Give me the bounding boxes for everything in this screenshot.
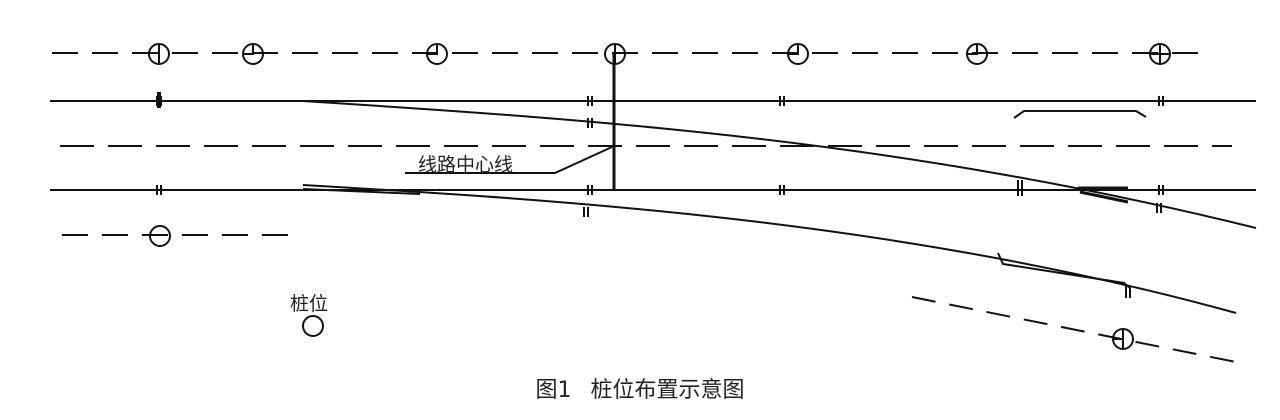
- figure-title: 桩位布置示意图: [590, 378, 745, 403]
- diverging-dashed-line: [911, 296, 1237, 363]
- rail-joints: [156, 96, 1164, 298]
- center-line-leader: [405, 146, 613, 174]
- figure-caption: 图1 桩位布置示意图: [0, 372, 1280, 404]
- diverging-rail-lower: [302, 184, 1237, 314]
- circle-tick-icon: [242, 43, 264, 65]
- circle-tick-icon: [426, 43, 448, 65]
- circle-tick-icon: [787, 43, 809, 65]
- diverging-rail-upper: [302, 100, 1257, 229]
- guard-rail-upper: [1013, 110, 1147, 119]
- circle-tick-icon: [1149, 43, 1171, 65]
- circle-tick-icon: [966, 43, 988, 65]
- circle-tick-icon: [604, 43, 626, 65]
- frog-wing: [1078, 186, 1129, 204]
- center-line-label: 线路中心线: [418, 154, 514, 176]
- circle-icon: [149, 225, 171, 247]
- stake-legend-label: 桩位: [290, 293, 329, 315]
- guard-rail-lower: [997, 252, 1131, 289]
- figure-number: 图1: [535, 378, 572, 403]
- stake-symbols-top: [148, 43, 1171, 65]
- diverging-rail-inner-stub: [302, 188, 421, 195]
- circle-tick-icon: [1112, 328, 1134, 350]
- circle-icon: [302, 315, 324, 337]
- circle-tick-icon: [148, 43, 170, 65]
